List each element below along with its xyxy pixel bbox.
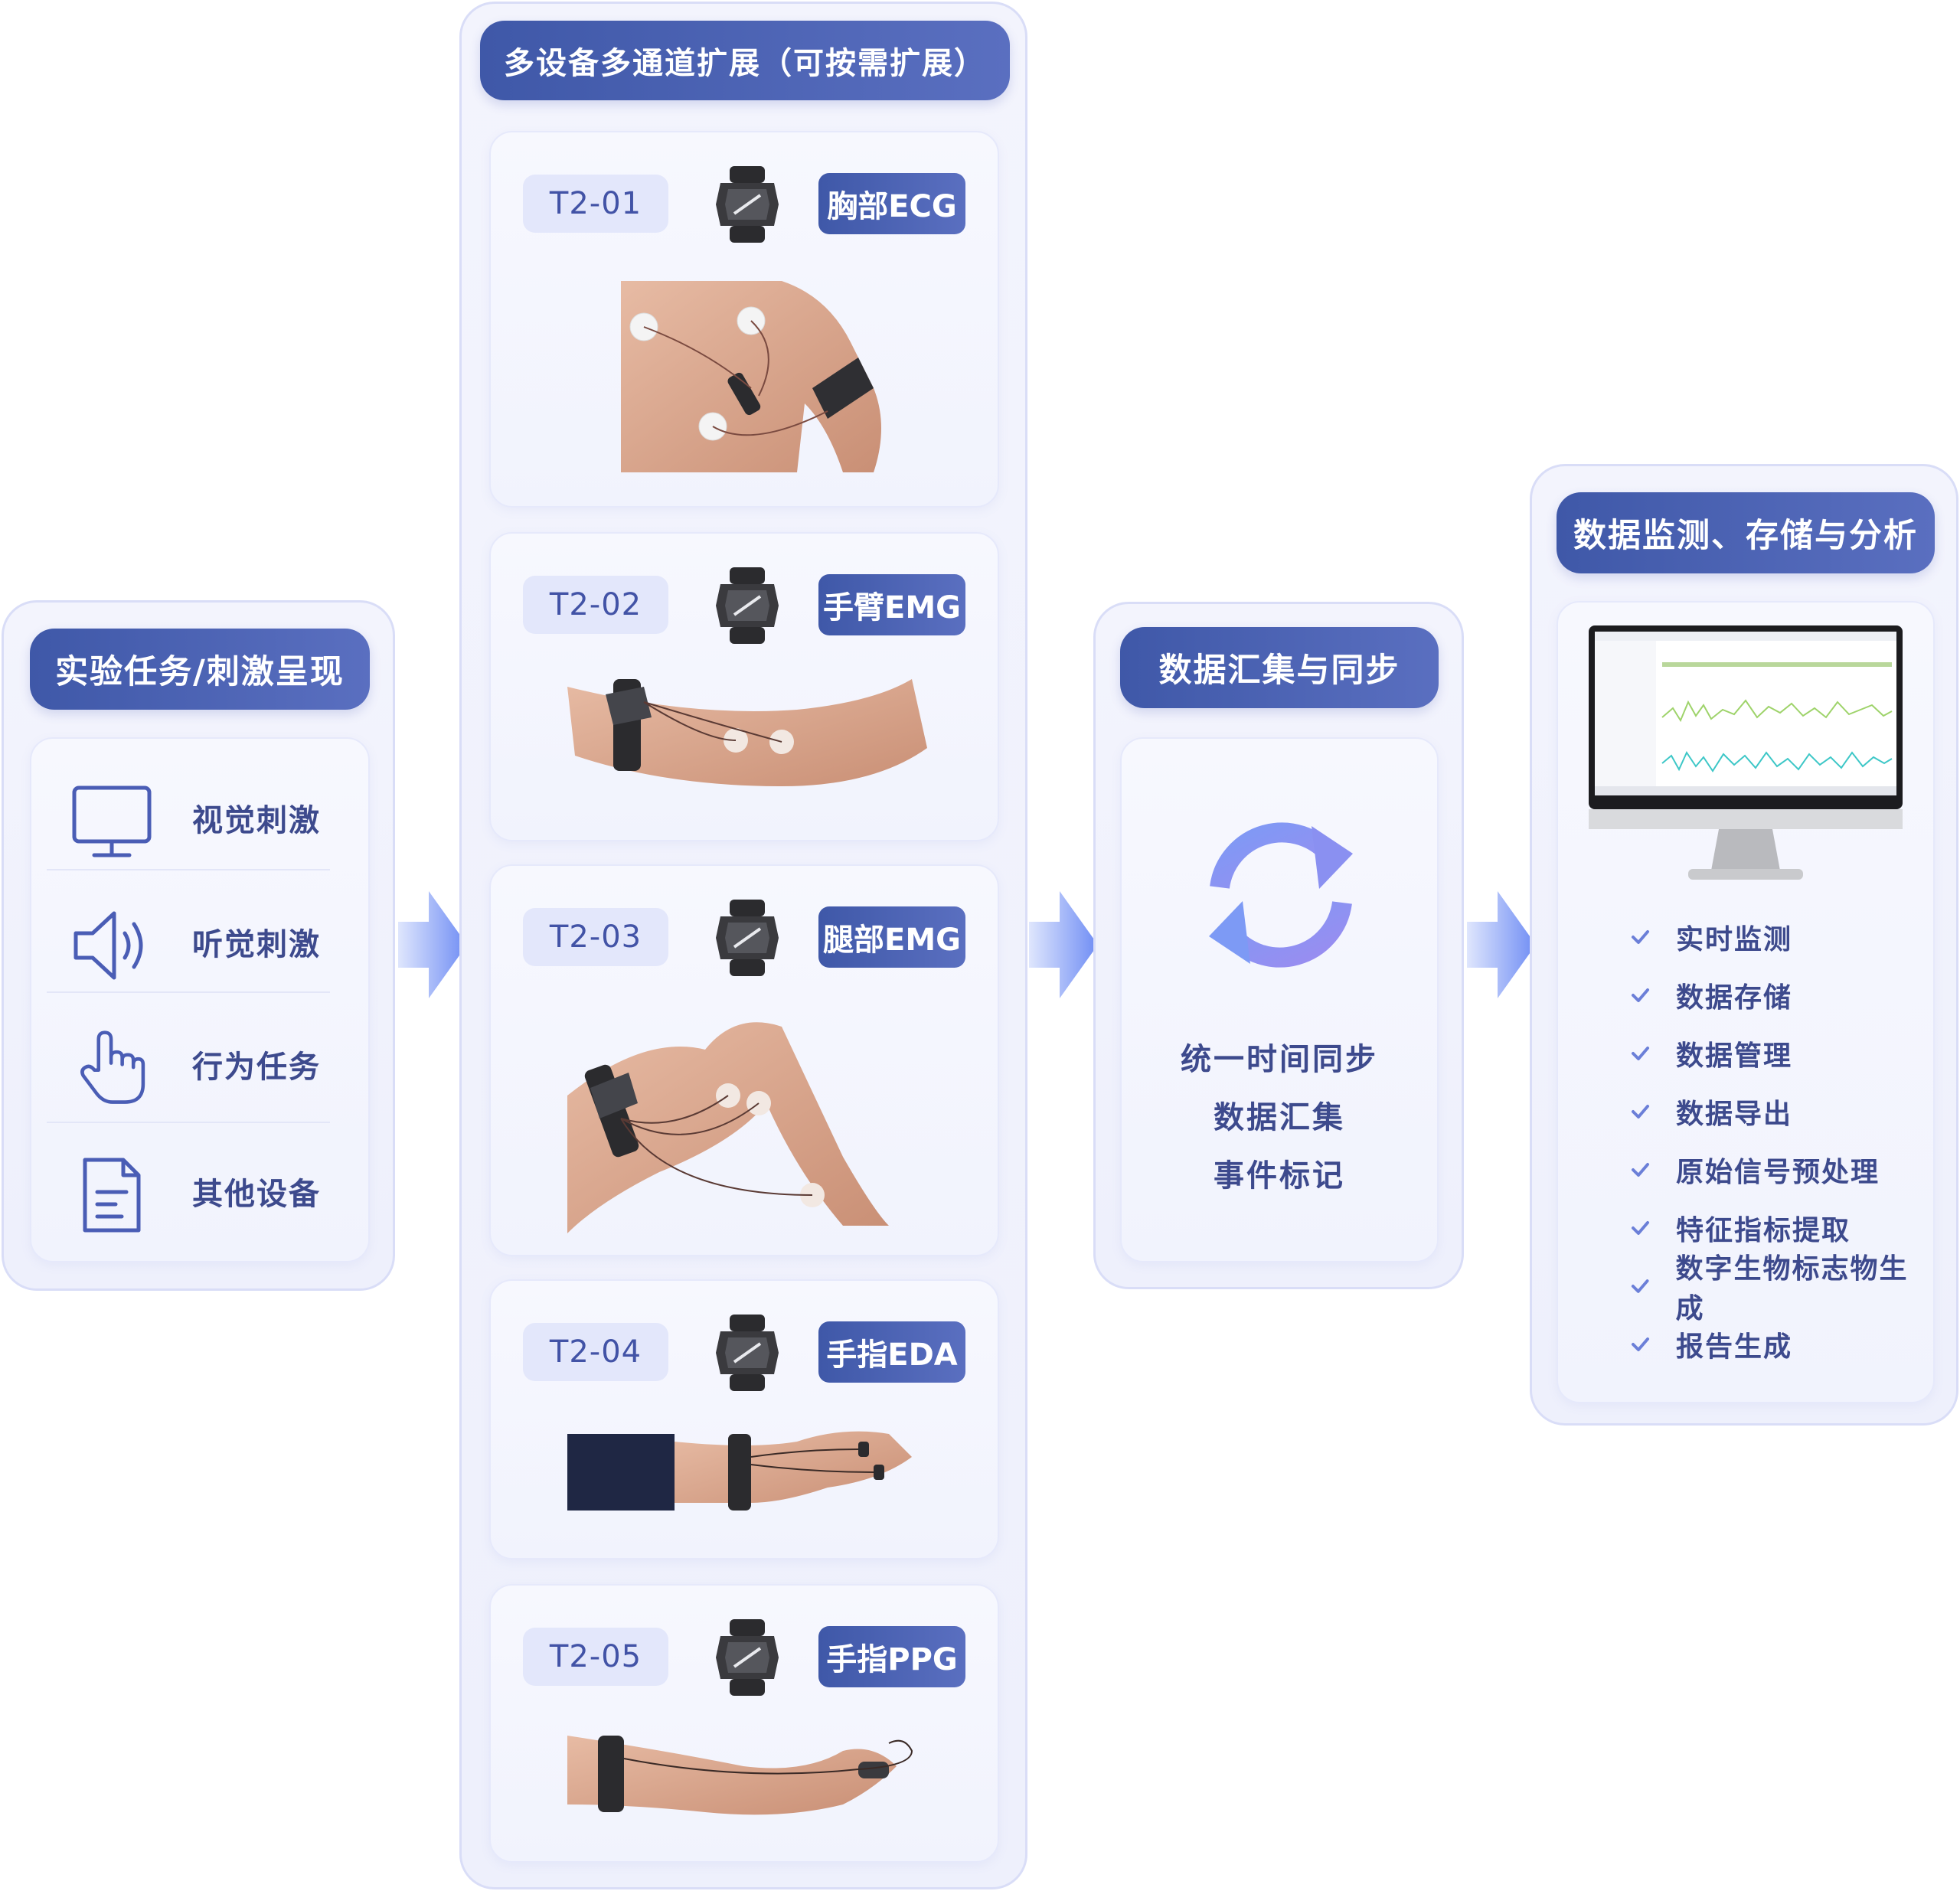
check-icon	[1632, 1221, 1649, 1235]
check-icon	[1632, 1105, 1649, 1119]
feature-label: 数据管理	[1676, 1040, 1793, 1072]
device-label: 腿部EMG	[818, 906, 965, 968]
sync-text: 事件标记	[1214, 1158, 1345, 1194]
monitor-icon	[72, 785, 152, 857]
feature-item: 数据存储	[1627, 976, 1792, 1014]
stimulus-list-card: 视觉刺激 听觉刺激 行为任务	[30, 737, 370, 1262]
check-icon	[1632, 1337, 1649, 1351]
feature-label: 报告生成	[1676, 1331, 1793, 1363]
device-label: 手指EDA	[818, 1321, 965, 1383]
stimulus-item-label: 行为任务	[192, 1050, 321, 1085]
hand-pointer-icon	[80, 1030, 145, 1104]
stimulus-panel: 实验任务/刺激呈现 视觉刺激 听觉刺激 行为任务	[2, 600, 395, 1291]
watch-device-icon	[714, 900, 780, 976]
device-card-leg-emg: T2-03 腿部EMG	[489, 864, 999, 1256]
watch-device-icon	[714, 166, 780, 243]
device-code: T2-04	[523, 1323, 668, 1381]
analysis-panel-title: 数据监测、存储与分析	[1557, 492, 1935, 573]
watch-device-icon	[714, 1619, 780, 1696]
sync-panel: 数据汇集与同步 统一时间同步 数据汇集 事件标记	[1093, 602, 1464, 1289]
stimulus-item-behavior: 行为任务	[31, 1007, 338, 1122]
feature-label: 特征指标提取	[1676, 1215, 1851, 1246]
feature-item: 数字生物标志物生成	[1627, 1253, 1933, 1324]
device-code: T2-02	[523, 576, 668, 634]
check-icon	[1632, 930, 1649, 944]
stimulus-item-label: 其他设备	[192, 1177, 321, 1212]
sync-text: 统一时间同步	[1181, 1042, 1378, 1077]
device-code: T2-03	[523, 908, 668, 966]
device-card-ppg: T2-05 手指PPG	[489, 1584, 999, 1863]
hand-eda-image	[567, 1431, 912, 1511]
divider	[47, 991, 330, 993]
flow-arrow-icon	[1029, 891, 1098, 998]
devices-panel: 多设备多通道扩展（可按需扩展） T2-01 胸部ECG T2-02 手臂EMG	[459, 2, 1027, 1889]
sync-icon	[1209, 822, 1353, 968]
feature-item: 特征指标提取	[1627, 1209, 1851, 1247]
feature-item: 数据管理	[1627, 1034, 1792, 1073]
leg-emg-image	[567, 1022, 889, 1233]
hand-ppg-image	[567, 1736, 913, 1815]
monitor-screenshot-image	[1589, 625, 1903, 880]
device-card-eda: T2-04 手指EDA	[489, 1279, 999, 1560]
document-icon	[83, 1158, 141, 1233]
device-label: 胸部ECG	[818, 173, 965, 234]
device-code: T2-05	[523, 1628, 668, 1686]
devices-panel-title: 多设备多通道扩展（可按需扩展）	[480, 21, 1010, 100]
feature-item: 报告生成	[1627, 1325, 1792, 1364]
feature-label: 数据导出	[1676, 1099, 1793, 1130]
divider	[47, 1122, 330, 1123]
stimulus-item-label: 视觉刺激	[192, 803, 321, 838]
feature-item: 实时监测	[1627, 918, 1792, 956]
feature-label: 数据存储	[1676, 982, 1793, 1014]
sync-panel-title: 数据汇集与同步	[1120, 627, 1439, 708]
watch-device-icon	[714, 1315, 780, 1391]
device-code: T2-01	[523, 175, 668, 233]
sync-text: 数据汇集	[1214, 1100, 1345, 1135]
stimulus-item-auditory: 听觉刺激	[31, 884, 338, 999]
device-card-arm-emg: T2-02 手臂EMG	[489, 532, 999, 841]
device-card-ecg: T2-01 胸部ECG	[489, 131, 999, 508]
analysis-card: 实时监测 数据存储 数据管理 数据导出 原始信号预处理 特征指标提取 数字生物标…	[1557, 601, 1935, 1403]
check-icon	[1632, 1163, 1649, 1177]
feature-label: 数字生物标志物生成	[1675, 1253, 1909, 1324]
feature-item: 原始信号预处理	[1627, 1151, 1880, 1189]
sync-card: 统一时间同步 数据汇集 事件标记	[1120, 737, 1439, 1262]
flow-arrow-icon	[1467, 891, 1536, 998]
stimulus-item-other: 其他设备	[31, 1134, 338, 1249]
check-icon	[1632, 988, 1649, 1002]
device-label: 手臂EMG	[818, 574, 965, 635]
arm-emg-image	[567, 679, 927, 786]
feature-label: 实时监测	[1676, 924, 1793, 955]
speaker-icon	[74, 911, 143, 980]
divider	[47, 869, 330, 870]
device-label: 手指PPG	[818, 1626, 965, 1687]
check-icon	[1631, 1279, 1649, 1293]
chest-ecg-image	[621, 281, 881, 472]
flow-arrow-icon	[398, 891, 467, 998]
stimulus-panel-title: 实验任务/刺激呈现	[30, 629, 370, 710]
watch-device-icon	[714, 567, 780, 644]
stimulus-item-label: 听觉刺激	[192, 927, 321, 962]
feature-item: 数据导出	[1627, 1092, 1792, 1131]
analysis-panel: 数据监测、存储与分析 实时监测 数据存储 数据管理	[1530, 464, 1958, 1426]
stimulus-item-visual: 视觉刺激	[31, 760, 338, 875]
check-icon	[1632, 1047, 1649, 1060]
feature-label: 原始信号预处理	[1676, 1157, 1880, 1188]
